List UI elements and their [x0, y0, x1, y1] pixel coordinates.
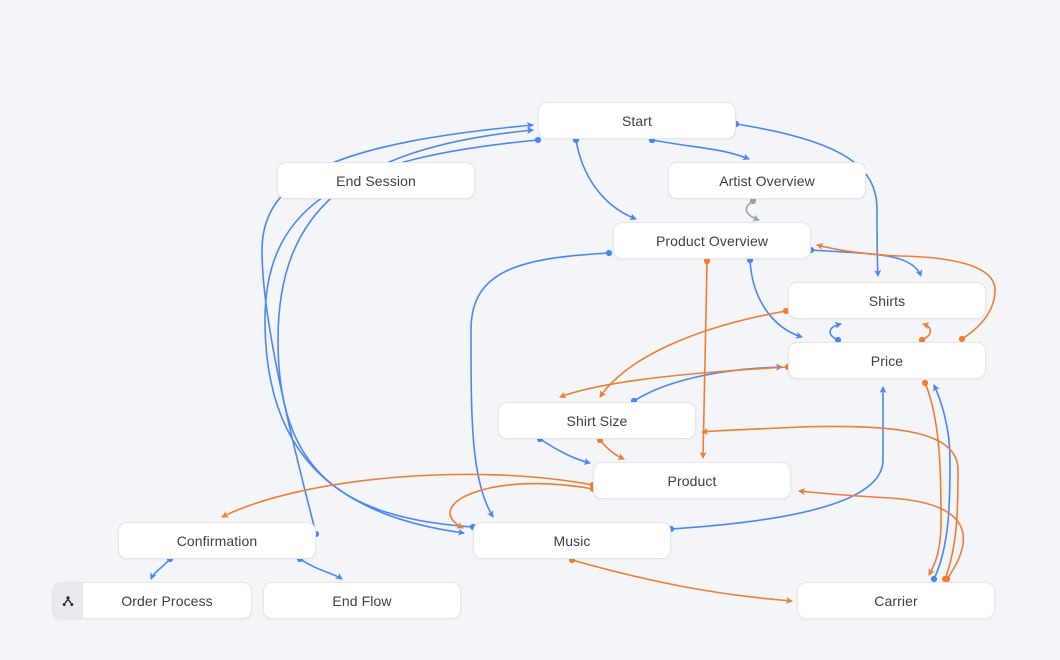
node-artist-overview[interactable]: Artist Overview	[668, 162, 866, 199]
node-end-session-label: End Session	[336, 172, 416, 189]
edge-start-to-product-overview	[572, 136, 637, 221]
edge-confirmation-to-order-process	[150, 555, 174, 580]
edge-music-to-carrier	[568, 556, 793, 605]
node-artist-overview-label: Artist Overview	[719, 172, 815, 189]
node-start-label: Start	[621, 112, 653, 129]
node-music[interactable]: Music	[473, 522, 671, 559]
edge-confirmation-to-start	[261, 122, 534, 538]
edge-music-to-price	[667, 386, 887, 533]
edge-price-to-shirts-blue	[829, 321, 842, 344]
node-price[interactable]: Price	[788, 342, 986, 379]
edge-product-to-confirmation	[221, 473, 597, 518]
node-product-overview[interactable]: Product Overview	[613, 222, 811, 259]
edge-artist-overview-to-product-overview	[745, 197, 760, 222]
node-confirmation[interactable]: Confirmation	[118, 522, 316, 559]
edge-shirt-size-to-product-blue	[536, 435, 591, 465]
edge-price-to-shirt-size	[559, 363, 792, 399]
edge-carrier-to-shirt-size	[701, 425, 959, 583]
edge-shirts-to-shirt-size	[599, 307, 790, 398]
node-carrier[interactable]: Carrier	[797, 582, 995, 619]
edge-product-to-music	[449, 482, 597, 529]
edge-carrier-to-product	[798, 488, 964, 583]
node-start[interactable]: Start	[538, 102, 736, 139]
node-shirt-size[interactable]: Shirt Size	[498, 402, 696, 439]
node-end-flow[interactable]: End Flow	[263, 582, 461, 619]
node-shirts-label: Shirts	[868, 292, 906, 309]
node-order-process[interactable]: Order Process	[52, 582, 252, 619]
edge-confirmation-to-end-flow	[296, 555, 343, 580]
node-confirmation-label: Confirmation	[176, 532, 258, 549]
edge-start-to-artist-overview	[648, 136, 750, 160]
node-product-overview-label: Product Overview	[655, 232, 769, 249]
node-end-session[interactable]: End Session	[277, 162, 475, 199]
node-product-label: Product	[667, 472, 717, 489]
node-shirt-size-label: Shirt Size	[566, 412, 628, 429]
edge-shirt-size-to-product-orange	[596, 436, 625, 460]
node-carrier-label: Carrier	[874, 592, 918, 609]
edge-product-overview-to-product	[699, 257, 711, 459]
flow-branch-icon	[53, 583, 83, 618]
edge-carrier-to-price	[930, 384, 951, 583]
edge-price-to-carrier	[921, 379, 942, 576]
edge-price-to-product-overview	[816, 243, 996, 343]
node-product[interactable]: Product	[593, 462, 791, 499]
node-price-label: Price	[870, 352, 904, 369]
node-end-flow-label: End Flow	[332, 592, 392, 609]
edge-price-to-shirts-orange	[918, 322, 932, 344]
node-shirts[interactable]: Shirts	[788, 282, 986, 319]
node-order-process-label: Order Process	[121, 592, 213, 609]
node-music-label: Music	[553, 532, 591, 549]
